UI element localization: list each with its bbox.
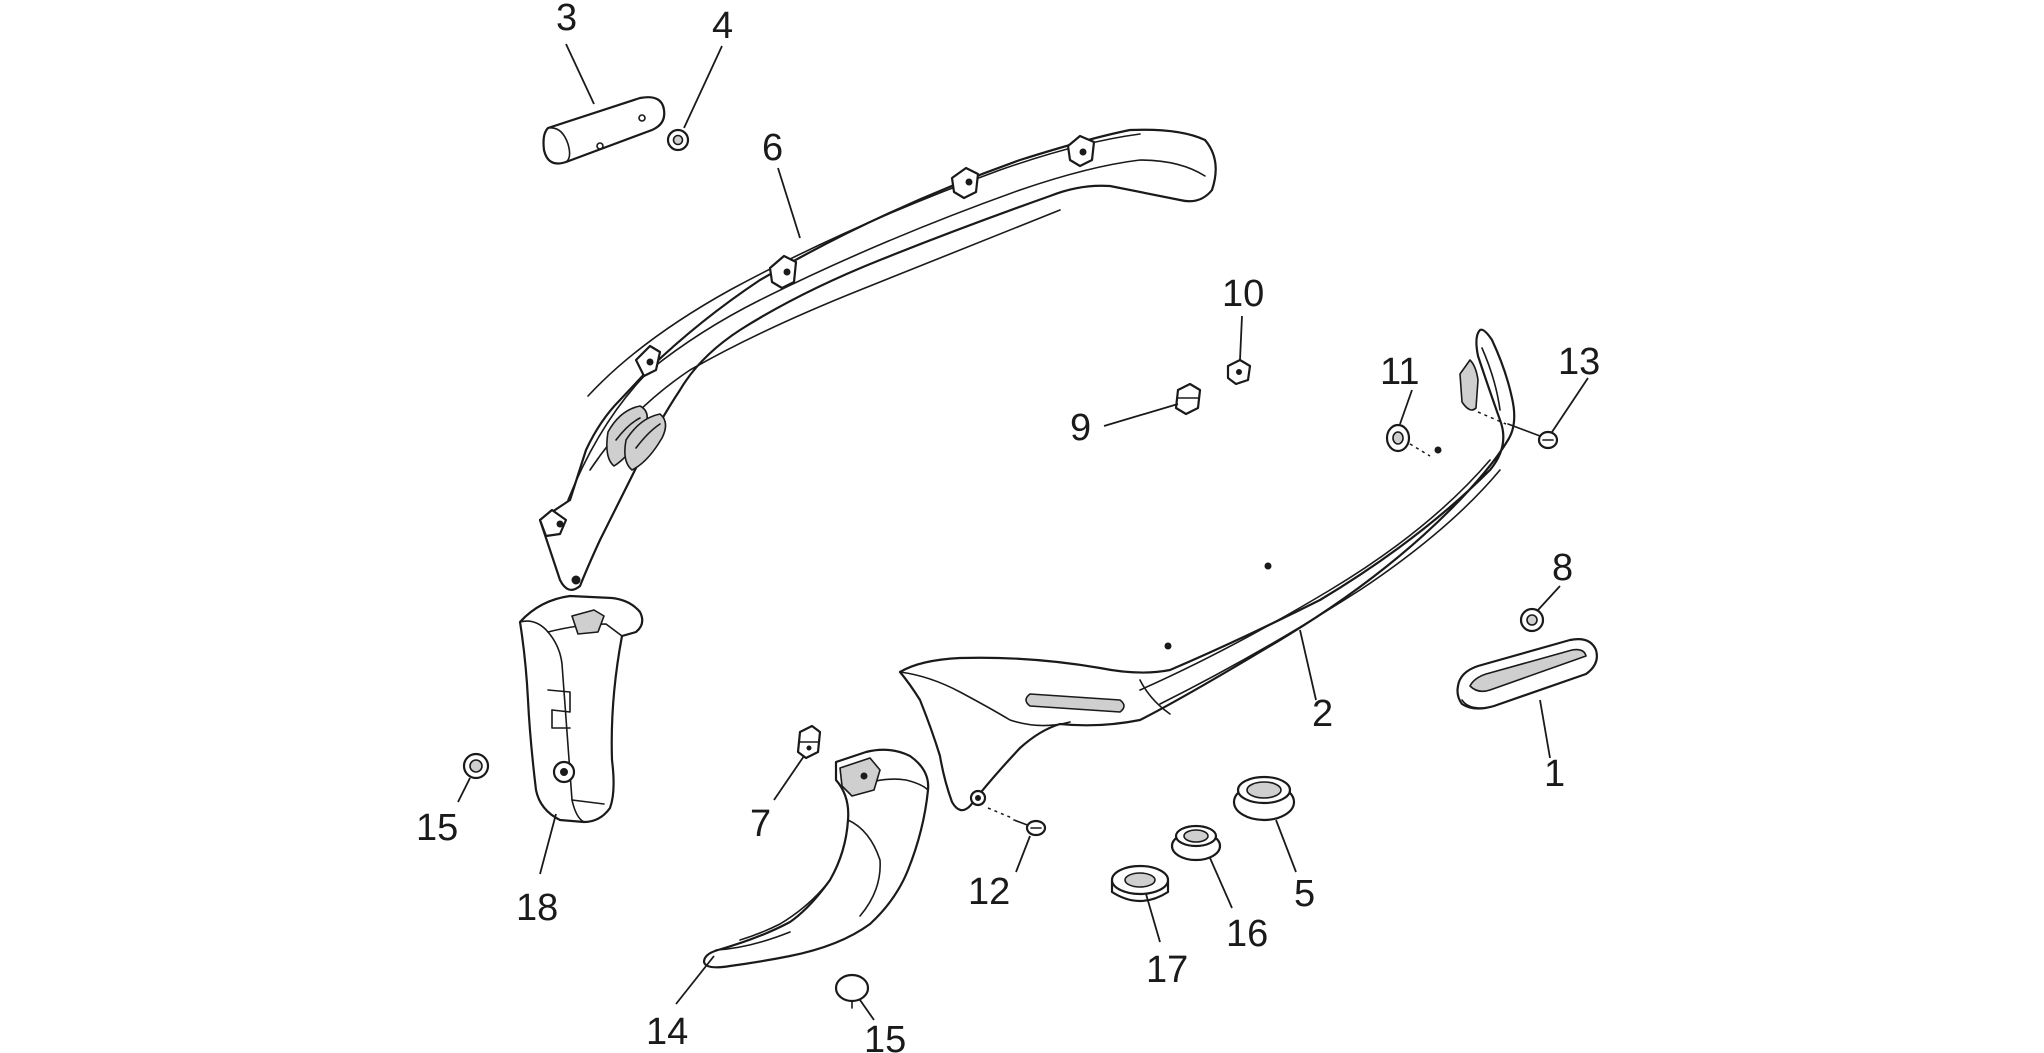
callout-8: 8	[1552, 547, 1573, 589]
part-15-rivet-bottom	[834, 973, 870, 1009]
callout-1: 1	[1544, 753, 1565, 795]
callout-16: 16	[1226, 913, 1268, 955]
part-3-end-cap	[542, 96, 666, 165]
callout-12: 12	[968, 871, 1010, 913]
callout-17: 17	[1146, 949, 1188, 991]
callout-14: 14	[646, 1011, 688, 1053]
callout-10: 10	[1222, 273, 1264, 315]
callout-labels: 1 2 3 4 5 6 7 8 9 10 11 12 13 14 15 15 1…	[416, 0, 1600, 1053]
part-13-screw	[1477, 411, 1559, 450]
part-12-screw	[987, 807, 1047, 837]
part-11-grommet	[1385, 423, 1431, 457]
callout-2: 2	[1312, 693, 1333, 735]
callout-7: 7	[750, 803, 771, 845]
part-15-rivet-left	[462, 752, 490, 780]
callout-3: 3	[556, 0, 577, 39]
part-14-lower-bracket	[702, 748, 930, 969]
callout-9: 9	[1070, 407, 1091, 449]
part-10-speed-nut	[1226, 358, 1252, 386]
callout-11: 11	[1380, 351, 1419, 393]
part-2-lower-rail-panel	[898, 328, 1516, 812]
callout-13: 13	[1558, 341, 1600, 383]
part-9-clip	[1174, 382, 1202, 416]
part-5-bushing	[1232, 775, 1296, 822]
callout-5: 5	[1294, 873, 1315, 915]
callout-18: 18	[516, 887, 558, 929]
part-1-end-cap	[1456, 638, 1598, 710]
part-16-bushing	[1170, 824, 1222, 862]
part-4-nut	[666, 128, 690, 152]
part-7-clip	[796, 724, 822, 760]
callout-6: 6	[762, 127, 783, 169]
part-17-bushing	[1110, 864, 1170, 903]
part-8-nut	[1519, 607, 1545, 633]
part-6-upper-rail-panel	[538, 128, 1217, 591]
part-18-side-bracket-cover	[518, 594, 644, 824]
callout-4: 4	[712, 5, 733, 47]
callout-15-bottom: 15	[864, 1019, 906, 1053]
leader-lines	[457, 43, 1589, 1021]
callout-15-left: 15	[416, 807, 458, 849]
